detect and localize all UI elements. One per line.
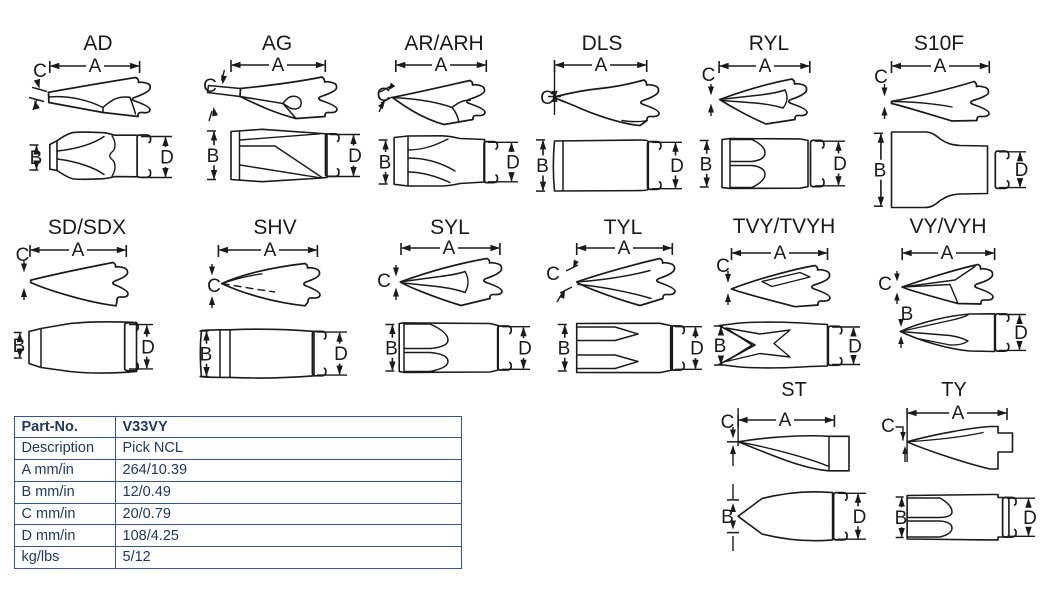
svg-text:D: D (1014, 323, 1028, 344)
svg-text:A: A (941, 243, 954, 264)
svg-text:B: B (558, 338, 571, 359)
svg-text:B: B (700, 154, 713, 175)
svg-text:ST: ST (781, 379, 807, 401)
svg-text:A: A (779, 410, 792, 431)
svg-text:D: D (518, 339, 532, 360)
svg-text:D: D (334, 344, 348, 365)
svg-text:A: A (934, 56, 947, 77)
svg-text:C: C (207, 276, 221, 297)
svg-text:A: A (759, 56, 772, 77)
svg-text:B: B (207, 146, 220, 167)
svg-text:B: B (721, 507, 734, 528)
svg-text:SHV: SHV (253, 216, 296, 239)
svg-text:C: C (377, 85, 391, 106)
svg-text:C: C (377, 271, 391, 292)
svg-text:B: B (30, 148, 43, 169)
svg-text:C: C (203, 76, 217, 97)
svg-text:D: D (670, 156, 684, 177)
svg-text:A: A (435, 55, 448, 76)
svg-text:C: C (546, 264, 560, 285)
svg-text:DLS: DLS (582, 32, 623, 55)
svg-text:B: B (901, 304, 914, 325)
svg-text:D: D (506, 153, 520, 174)
svg-text:TY: TY (941, 379, 967, 401)
svg-text:D: D (690, 339, 704, 360)
svg-text:TYL: TYL (604, 216, 643, 239)
svg-text:D: D (833, 154, 847, 175)
svg-text:B: B (379, 153, 392, 174)
svg-text:AD: AD (83, 32, 112, 55)
svg-text:A: A (272, 55, 285, 76)
svg-text:A: A (72, 240, 85, 261)
svg-text:D: D (1023, 508, 1037, 529)
svg-text:AR/ARH: AR/ARH (404, 32, 483, 55)
svg-text:B: B (13, 336, 26, 357)
svg-text:B: B (385, 338, 398, 359)
svg-text:C: C (716, 256, 730, 277)
svg-text:TVY/TVYH: TVY/TVYH (733, 215, 836, 238)
svg-text:S10F: S10F (914, 32, 964, 55)
svg-text:B: B (714, 336, 727, 357)
svg-text:SD/SDX: SD/SDX (48, 216, 126, 239)
svg-text:C: C (33, 61, 47, 82)
svg-text:A: A (443, 238, 456, 259)
svg-text:VY/VYH: VY/VYH (909, 215, 986, 238)
svg-text:B: B (200, 344, 213, 365)
svg-text:B: B (895, 508, 908, 529)
svg-text:SYL: SYL (430, 216, 470, 239)
svg-text:D: D (1015, 160, 1029, 181)
svg-text:A: A (595, 55, 608, 76)
svg-text:C: C (540, 88, 554, 109)
svg-text:D: D (348, 146, 362, 167)
svg-text:A: A (774, 243, 787, 264)
svg-text:C: C (874, 67, 888, 88)
svg-text:A: A (264, 240, 277, 261)
svg-text:D: D (848, 336, 862, 357)
svg-text:D: D (853, 507, 867, 528)
svg-text:RYL: RYL (749, 32, 789, 55)
svg-text:B: B (536, 156, 549, 177)
svg-text:AG: AG (262, 32, 292, 55)
svg-text:D: D (141, 337, 155, 358)
svg-text:A: A (952, 403, 965, 424)
svg-text:B: B (874, 160, 887, 181)
svg-text:C: C (878, 274, 892, 295)
svg-text:C: C (16, 245, 30, 266)
svg-text:D: D (160, 148, 174, 169)
svg-text:A: A (89, 56, 102, 77)
svg-text:C: C (702, 65, 716, 86)
svg-text:C: C (881, 416, 895, 437)
svg-text:C: C (721, 412, 735, 433)
svg-text:A: A (618, 238, 631, 259)
